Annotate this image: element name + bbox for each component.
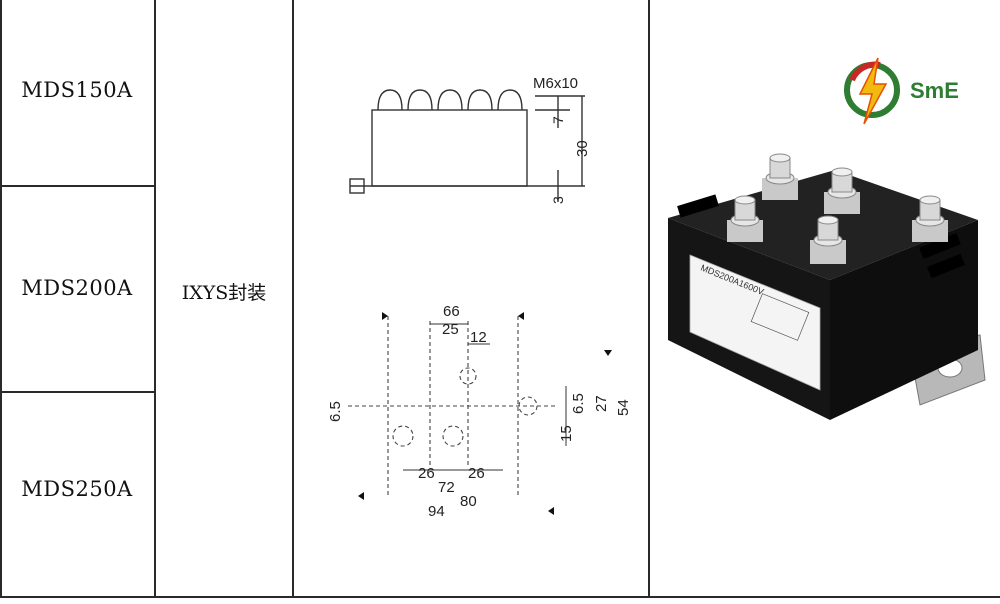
table-border-left xyxy=(0,0,2,598)
dim-94: 94 xyxy=(428,503,445,520)
dim-30: 30 xyxy=(574,140,591,157)
dim-6-5-right: 6.5 xyxy=(570,393,587,414)
dim-25: 25 xyxy=(442,321,459,338)
dim-26-left: 26 xyxy=(418,465,435,482)
model-cell-3: MDS250A xyxy=(21,477,133,501)
sme-logo: SmE xyxy=(844,57,959,125)
dim-72: 72 xyxy=(438,479,455,496)
dim-15: 15 xyxy=(558,425,575,442)
row-divider-1 xyxy=(0,185,154,187)
terminal-screws xyxy=(727,153,948,264)
dim-26-right: 26 xyxy=(468,465,485,482)
column-divider-3 xyxy=(648,0,650,598)
table-border-bottom xyxy=(0,596,1000,598)
thread-label: M6x10 xyxy=(533,75,578,92)
dim-6-5-left: 6.5 xyxy=(327,401,344,422)
dim-27: 27 xyxy=(593,395,610,412)
module-body-outline xyxy=(371,109,528,187)
lightning-bolt-icon xyxy=(858,57,888,125)
module-photo: MDS200A1600V xyxy=(668,153,986,420)
column-divider-1 xyxy=(154,0,156,598)
dim-54: 54 xyxy=(615,399,632,416)
column-divider-2 xyxy=(292,0,294,598)
top-view-drawing: 66 25 12 6.5 6.5 15 27 54 26 26 72 80 94 xyxy=(327,303,632,520)
row-divider-2 xyxy=(0,391,154,393)
side-view-drawing: M6x10 7 30 3 xyxy=(349,75,591,204)
logo-text: SmE xyxy=(910,78,959,103)
package-label: IXYS封装 xyxy=(181,282,267,304)
dim-7: 7 xyxy=(550,116,566,124)
dim-66: 66 xyxy=(443,303,460,320)
part-label xyxy=(689,254,821,391)
model-cell-1: MDS150A xyxy=(21,78,133,102)
dim-80: 80 xyxy=(460,493,477,510)
model-cell-2: MDS200A xyxy=(21,276,133,300)
dim-3: 3 xyxy=(550,196,566,204)
dim-12: 12 xyxy=(470,329,487,346)
